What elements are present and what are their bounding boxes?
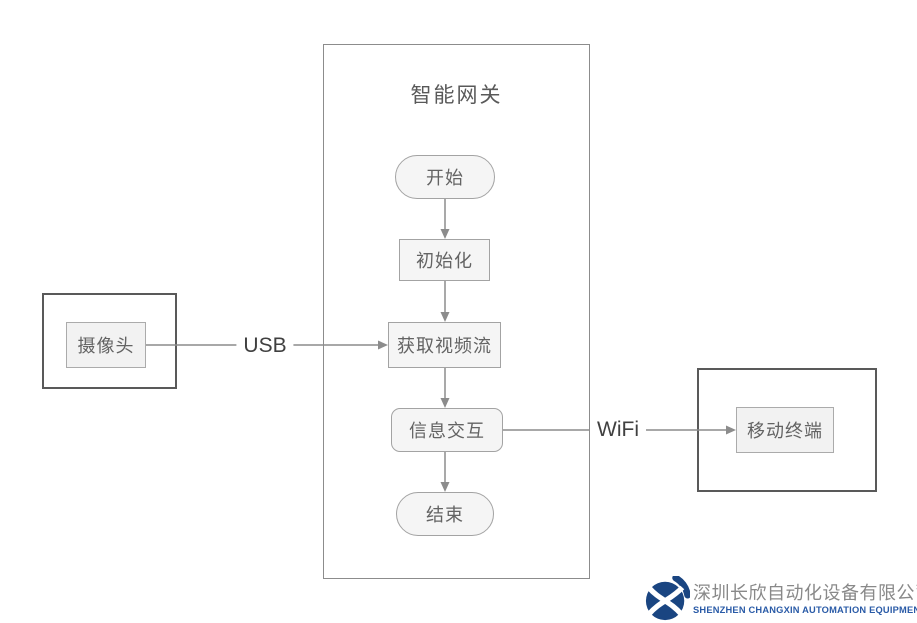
camera-node: 摄像头 — [66, 322, 146, 368]
node-info-exchange: 信息交互 — [391, 408, 503, 452]
node-end: 结束 — [396, 492, 494, 536]
company-logo-icon — [645, 576, 690, 621]
node-get-video-stream: 获取视频流 — [388, 322, 501, 368]
gateway-title: 智能网关 — [410, 84, 503, 107]
mobile-terminal-node: 移动终端 — [736, 407, 834, 453]
wifi-edge-label: WiFi — [590, 418, 646, 442]
usb-edge-label: USB — [236, 334, 294, 358]
company-footer: 深圳长欣自动化设备有限公司 SHENZHEN CHANGXIN AUTOMATI… — [644, 576, 917, 622]
company-name-block: 深圳长欣自动化设备有限公司 SHENZHEN CHANGXIN AUTOMATI… — [693, 582, 917, 616]
company-name-cn: 深圳长欣自动化设备有限公司 — [693, 583, 917, 603]
node-init: 初始化 — [399, 239, 490, 281]
node-start: 开始 — [395, 155, 495, 199]
company-name-en: SHENZHEN CHANGXIN AUTOMATION EQUIPMENT C… — [693, 605, 917, 615]
gateway-container-box — [323, 44, 590, 579]
